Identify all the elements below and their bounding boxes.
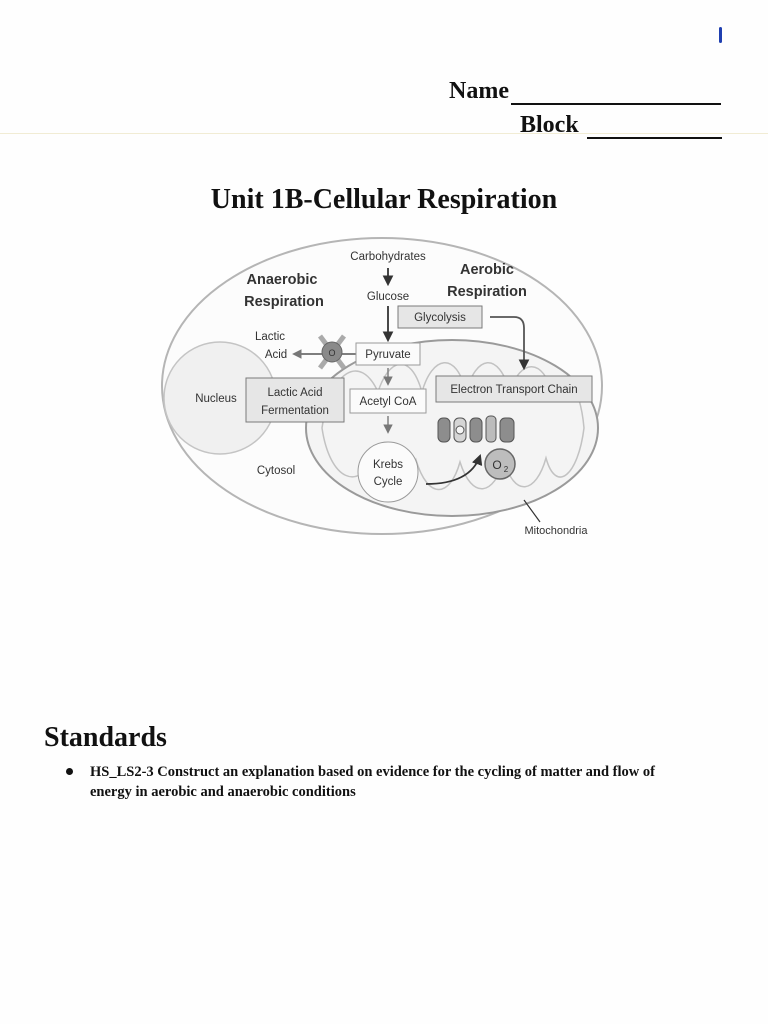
pyruvate-label: Pyruvate [365,349,410,361]
glycolysis-label: Glycolysis [414,312,466,324]
blocked-o2-icon [321,341,343,363]
acetyl-coa-box [349,388,427,414]
etc-proteins-icon [437,415,515,443]
cytosol-label: Cytosol [257,465,295,477]
pyruvate-box [355,342,421,366]
krebs-to-etc-arrow [425,453,483,485]
standard-text-line2: energy in aerobic and anaerobic conditio… [90,784,356,800]
lactic-acid-label-line1: Lactic [255,331,285,343]
block-field: Block [520,112,722,139]
mitochondrion-shape [305,339,599,517]
standards-list: HS_LS2-3 Construct an explanation based … [62,762,702,802]
o2-label: O [492,458,501,472]
electron-transport-chain-label: Electron Transport Chain [450,384,577,396]
standards-heading: Standards [44,722,167,753]
block-label: Block [520,112,579,138]
lactic-fermentation-box [245,377,345,423]
mitochondria-pointer [523,499,541,523]
krebs-cycle-label-line2: Cycle [374,476,403,488]
anaerobic-label-line2: Respiration [244,294,324,310]
bullet-icon [66,768,73,775]
name-blank-line [510,83,721,105]
electron-transport-chain-box [435,375,593,403]
carbohydrates-label: Carbohydrates [350,251,426,263]
lactic-acid-label-line2: Acid [265,349,287,361]
krebs-cycle-circle [357,441,419,503]
header-divider [0,133,768,134]
acetyl-coa-label: Acetyl CoA [360,396,417,408]
block-blank-line [586,117,722,139]
glucose-label: Glucose [367,291,409,303]
cellular-respiration-diagram: Carbohydrates Glucose Anaerobic Respirat… [160,232,610,544]
glycolysis-to-etc-arrow [490,316,530,371]
page-title: Unit 1B-Cellular Respiration [210,184,558,215]
name-field: Name [449,78,721,105]
krebs-cycle-label-line1: Krebs [373,459,403,471]
lactic-fermentation-label-line1: Lactic Acid [268,387,323,399]
name-label: Name [449,78,509,104]
standard-item: HS_LS2-3 Construct an explanation based … [62,762,702,802]
aerobic-label-line1: Aerobic [460,262,514,278]
glycolysis-box [397,305,483,329]
pen-mark [719,27,722,43]
standard-text-line1: HS_LS2-3 Construct an explanation based … [90,764,655,780]
o2-subscript: 2 [504,465,509,474]
o2-icon [484,448,516,480]
mitochondria-label: Mitochondria [525,525,589,537]
blocked-o2-label: O [328,348,335,358]
lactic-fermentation-label-line2: Fermentation [261,405,329,417]
nucleus-label: Nucleus [195,393,237,405]
aerobic-label-line2: Respiration [447,284,527,300]
anaerobic-label-line1: Anaerobic [247,272,318,288]
